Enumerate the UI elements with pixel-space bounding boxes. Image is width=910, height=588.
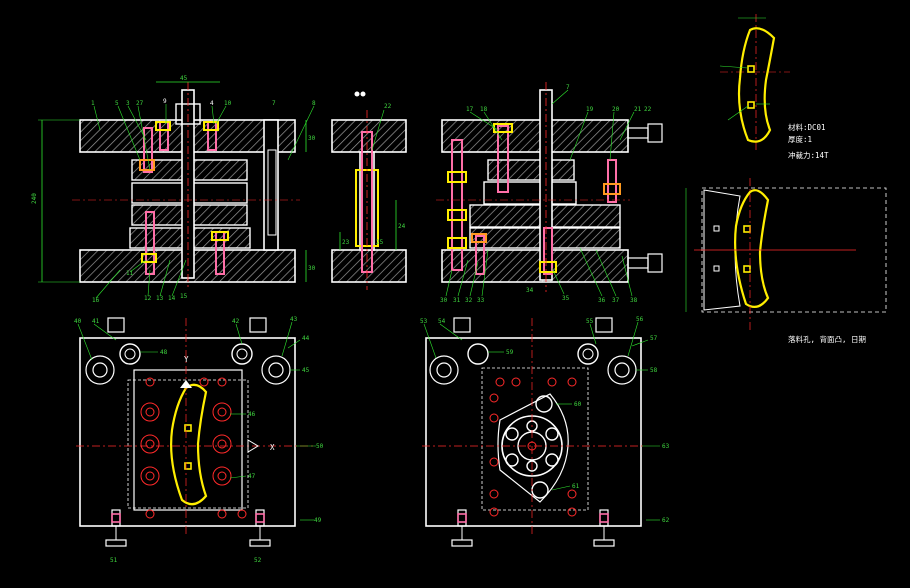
axis-marker-x: X [270, 443, 275, 452]
part-label-14: 14 [168, 295, 176, 302]
part-label-41: 41 [92, 318, 100, 325]
part-label-63: 63 [662, 443, 670, 450]
part-label-4: 4 [210, 100, 214, 107]
part-label-37: 37 [612, 297, 620, 304]
part-label-13: 13 [156, 295, 164, 302]
part-label-38: 38 [630, 297, 638, 304]
part-label-57: 57 [650, 335, 658, 342]
part-label-7r: 7 [566, 84, 570, 91]
part-label-31: 31 [453, 297, 461, 304]
part-label-60: 60 [574, 401, 582, 408]
part-label-34: 34 [526, 287, 534, 294]
part-label-22: 22 [384, 103, 392, 110]
part-label-33: 33 [477, 297, 485, 304]
part-label-3: 3 [126, 100, 130, 107]
part-label-30: 30 [440, 297, 448, 304]
dim-plate-top: 30 [308, 135, 316, 142]
part-label-19: 19 [586, 106, 594, 113]
part-label-35: 35 [562, 295, 570, 302]
part-label-50: 50 [316, 443, 324, 450]
part-label-27: 27 [136, 100, 144, 107]
note-force: 冲裁力:14T [788, 150, 829, 160]
part-label-24: 24 [398, 223, 406, 230]
part-label-62: 62 [662, 517, 670, 524]
part-label-12: 12 [144, 295, 152, 302]
part-label-48: 48 [160, 349, 168, 356]
part-detail-top-right: 材料:DC01 厚度:1 冲裁力:14T [719, 14, 829, 160]
part-label-15: 15 [180, 293, 188, 300]
part-label-18: 18 [480, 106, 488, 113]
part-label-53: 53 [420, 318, 428, 325]
part-label-59: 59 [506, 349, 514, 356]
plan-view-left: Y X 40 41 42 43 44 4 [74, 316, 324, 564]
part-label-36: 36 [598, 297, 606, 304]
part-label-55: 55 [586, 318, 594, 325]
part-label-9: 9 [163, 98, 167, 105]
part-label-56: 56 [636, 316, 644, 323]
part-label-8: 8 [312, 100, 316, 107]
part-label-58: 58 [650, 367, 658, 374]
part-label-54: 54 [438, 318, 446, 325]
part-label-46: 46 [248, 411, 256, 418]
front-section-view-left: 240 45 30 30 1 5 3 27 9 4 10 8 [31, 75, 316, 304]
part-label-20: 20 [612, 106, 620, 113]
part-label-5: 5 [115, 100, 119, 107]
dim-shank-top: 45 [180, 75, 188, 82]
part-label-23: 23 [342, 239, 350, 246]
part-label-49: 49 [314, 517, 322, 524]
note-thickness: 厚度:1 [788, 134, 812, 144]
front-section-view-middle: 22 23 24 25 [331, 91, 407, 290]
part-label-1: 1 [91, 100, 95, 107]
part-label-32: 32 [465, 297, 473, 304]
part-label-44: 44 [302, 335, 310, 342]
part-label-52: 52 [254, 557, 262, 564]
part-label-25: 25 [376, 239, 384, 246]
part-label-16: 16 [92, 297, 100, 304]
note-direction: 落料孔, 背面凸, 日期 [788, 334, 866, 344]
part-label-42: 42 [232, 318, 240, 325]
dim-plate-bottom: 30 [308, 265, 316, 272]
part-label-43: 43 [290, 316, 298, 323]
axis-marker-y: Y [184, 355, 189, 364]
dim-height-left: 240 [31, 193, 38, 204]
part-label-47: 47 [248, 473, 256, 480]
part-label-40: 40 [74, 318, 82, 325]
front-section-view-right: 17 18 7 19 20 21 22 30 31 32 33 34 35 36… [436, 82, 663, 304]
part-label-17: 17 [466, 106, 474, 113]
part-label-51: 51 [110, 557, 118, 564]
part-label-10: 10 [224, 100, 232, 107]
part-label-11: 11 [126, 270, 134, 277]
part-label-21: 21 [634, 106, 642, 113]
part-label-7: 7 [272, 100, 276, 107]
part-label-45: 45 [302, 367, 310, 374]
note-material: 材料:DC01 [788, 122, 826, 132]
plan-view-right: 53 54 55 56 57 58 59 60 61 62 63 [420, 316, 670, 547]
part-label-61: 61 [572, 483, 580, 490]
part-label-22r: 22 [644, 106, 652, 113]
strip-layout-right: 落料孔, 背面凸, 日期 [685, 178, 887, 344]
